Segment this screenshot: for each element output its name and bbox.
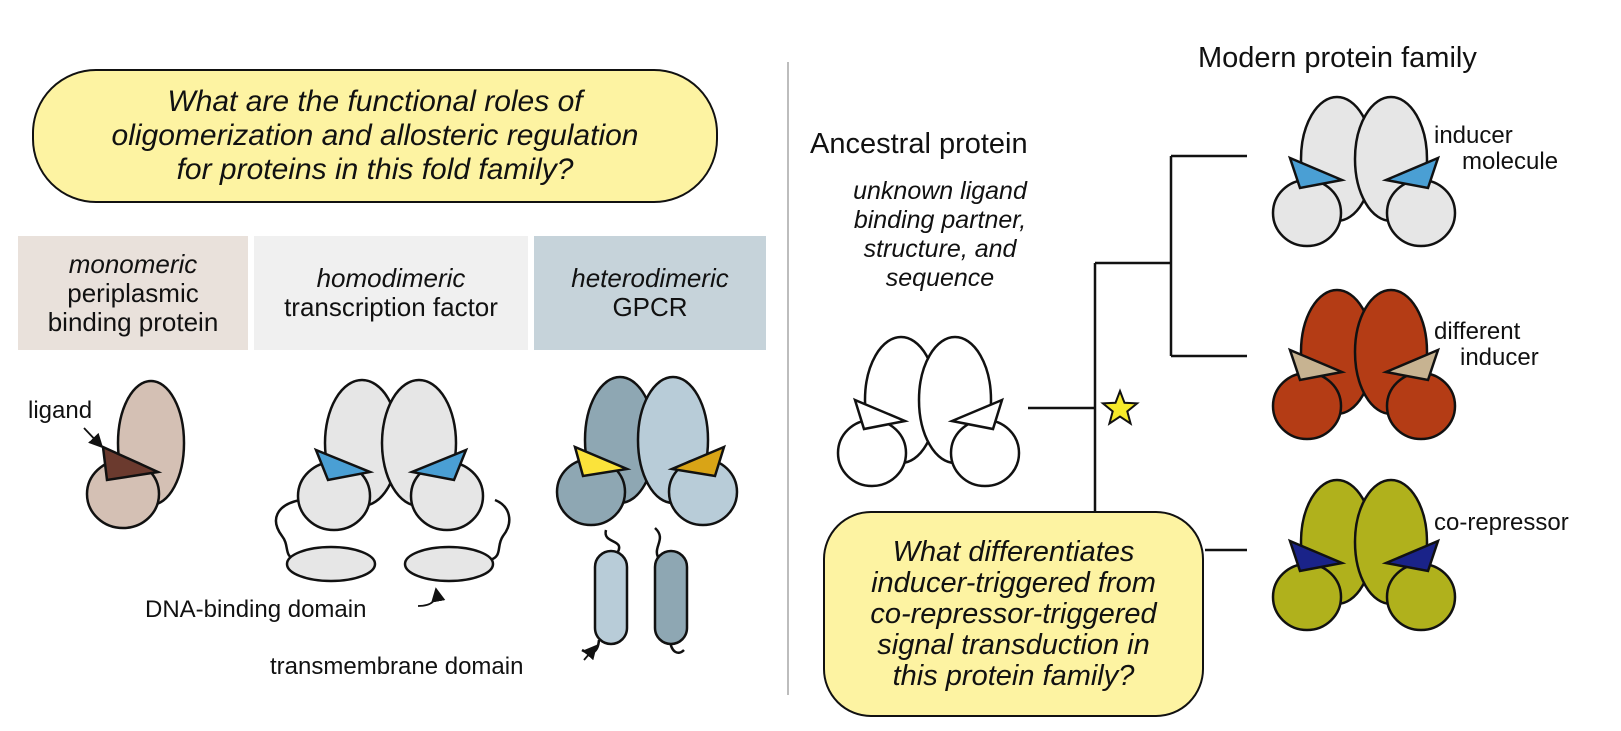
ancestral-bottom-left xyxy=(836,418,908,488)
gpcr-protein xyxy=(555,375,739,654)
modern-label-molecule: molecule xyxy=(1462,148,1559,175)
category-homodimeric-italic: homodimeric xyxy=(316,263,466,293)
category-monomeric-line3: binding protein xyxy=(47,306,219,337)
right-question-line1: What differentiates xyxy=(892,535,1135,568)
modern-label-inducer: inducer xyxy=(1434,122,1513,149)
right-question-line3: co-repressor-triggered xyxy=(870,597,1157,630)
right-question-line2: inducer-triggered from xyxy=(871,566,1156,599)
ancestral-description: unknown ligand binding partner, structur… xyxy=(806,177,1074,293)
dna-binding-domain-label: DNA-binding domain xyxy=(145,596,367,623)
modern-protein-co-repressor xyxy=(1271,478,1457,632)
transmembrane-domain-label: transmembrane domain xyxy=(270,653,524,680)
ancestral-desc-line1: unknown ligand xyxy=(853,177,1027,205)
monomer-protein xyxy=(85,379,186,530)
ancestral-bottom-right xyxy=(949,418,1021,488)
right-question-line5: this protein family? xyxy=(892,659,1135,692)
ancestral-protein xyxy=(836,335,1021,488)
modern-protein-inducer xyxy=(1271,95,1457,248)
star-icon xyxy=(1100,388,1140,426)
dna-pointer xyxy=(417,587,446,607)
homodimer-linker-right xyxy=(489,498,511,562)
tm-pointer xyxy=(582,644,598,661)
homodimer-protein xyxy=(274,378,511,583)
left-question-line1: What are the functional roles of xyxy=(167,85,583,118)
ligand-label: ligand xyxy=(28,397,93,424)
homodimer-ligand-left xyxy=(313,447,375,482)
gpcr-tm-tail-left xyxy=(581,639,601,654)
ancestral-desc-line3: structure, and xyxy=(863,235,1017,263)
phylo-tree xyxy=(1028,154,1247,552)
left-question-line3: for proteins in this fold family? xyxy=(176,153,574,186)
ancestral-desc-line4: sequence xyxy=(885,264,995,292)
ancestral-desc-line2: binding partner, xyxy=(853,206,1027,234)
category-heterodimeric-line2: GPCR xyxy=(612,292,688,322)
gpcr-ligand-left xyxy=(573,444,632,478)
category-homodimeric-line2: transcription factor xyxy=(284,292,498,322)
right-question-box: What differentiates inducer-triggered fr… xyxy=(823,511,1204,717)
panel-divider xyxy=(787,62,789,695)
ancestral-title: Ancestral protein xyxy=(810,128,1028,160)
right-question-line4: signal transduction in xyxy=(877,628,1150,661)
category-monomeric: monomeric periplasmic binding protein xyxy=(18,236,248,350)
category-heterodimeric: heterodimeric GPCR xyxy=(534,236,766,350)
category-homodimeric: homodimeric transcription factor xyxy=(254,236,528,350)
left-question-line2: oligomerization and allosteric regulatio… xyxy=(111,119,639,152)
ancestral-ligand-left xyxy=(853,397,910,431)
homodimer-ligand-right xyxy=(407,447,469,482)
category-monomeric-italic: monomeric xyxy=(68,248,198,279)
modern-protein-different-inducer xyxy=(1271,288,1457,441)
modern-title: Modern protein family xyxy=(1198,42,1477,74)
modern-label-different: different xyxy=(1434,318,1521,345)
category-monomeric-line2: periplasmic xyxy=(67,277,199,308)
monomer-ligand xyxy=(101,444,163,482)
gpcr-tm-left xyxy=(593,549,629,646)
ligand-pointer xyxy=(83,427,104,449)
category-heterodimeric-italic: heterodimeric xyxy=(571,263,729,293)
homodimer-linker-left xyxy=(274,498,301,562)
left-question-box: What are the functional roles of oligome… xyxy=(32,69,718,203)
homodimer-dna-domain-left xyxy=(285,545,377,583)
modern-label-inducer-2: inducer xyxy=(1460,344,1539,371)
ancestral-ligand-right xyxy=(947,397,1004,431)
homodimer-dna-domain-right xyxy=(403,545,495,583)
gpcr-tm-right xyxy=(653,549,689,646)
modern-label-co-repressor: co-repressor xyxy=(1434,509,1569,536)
gpcr-ligand-right xyxy=(667,444,726,478)
